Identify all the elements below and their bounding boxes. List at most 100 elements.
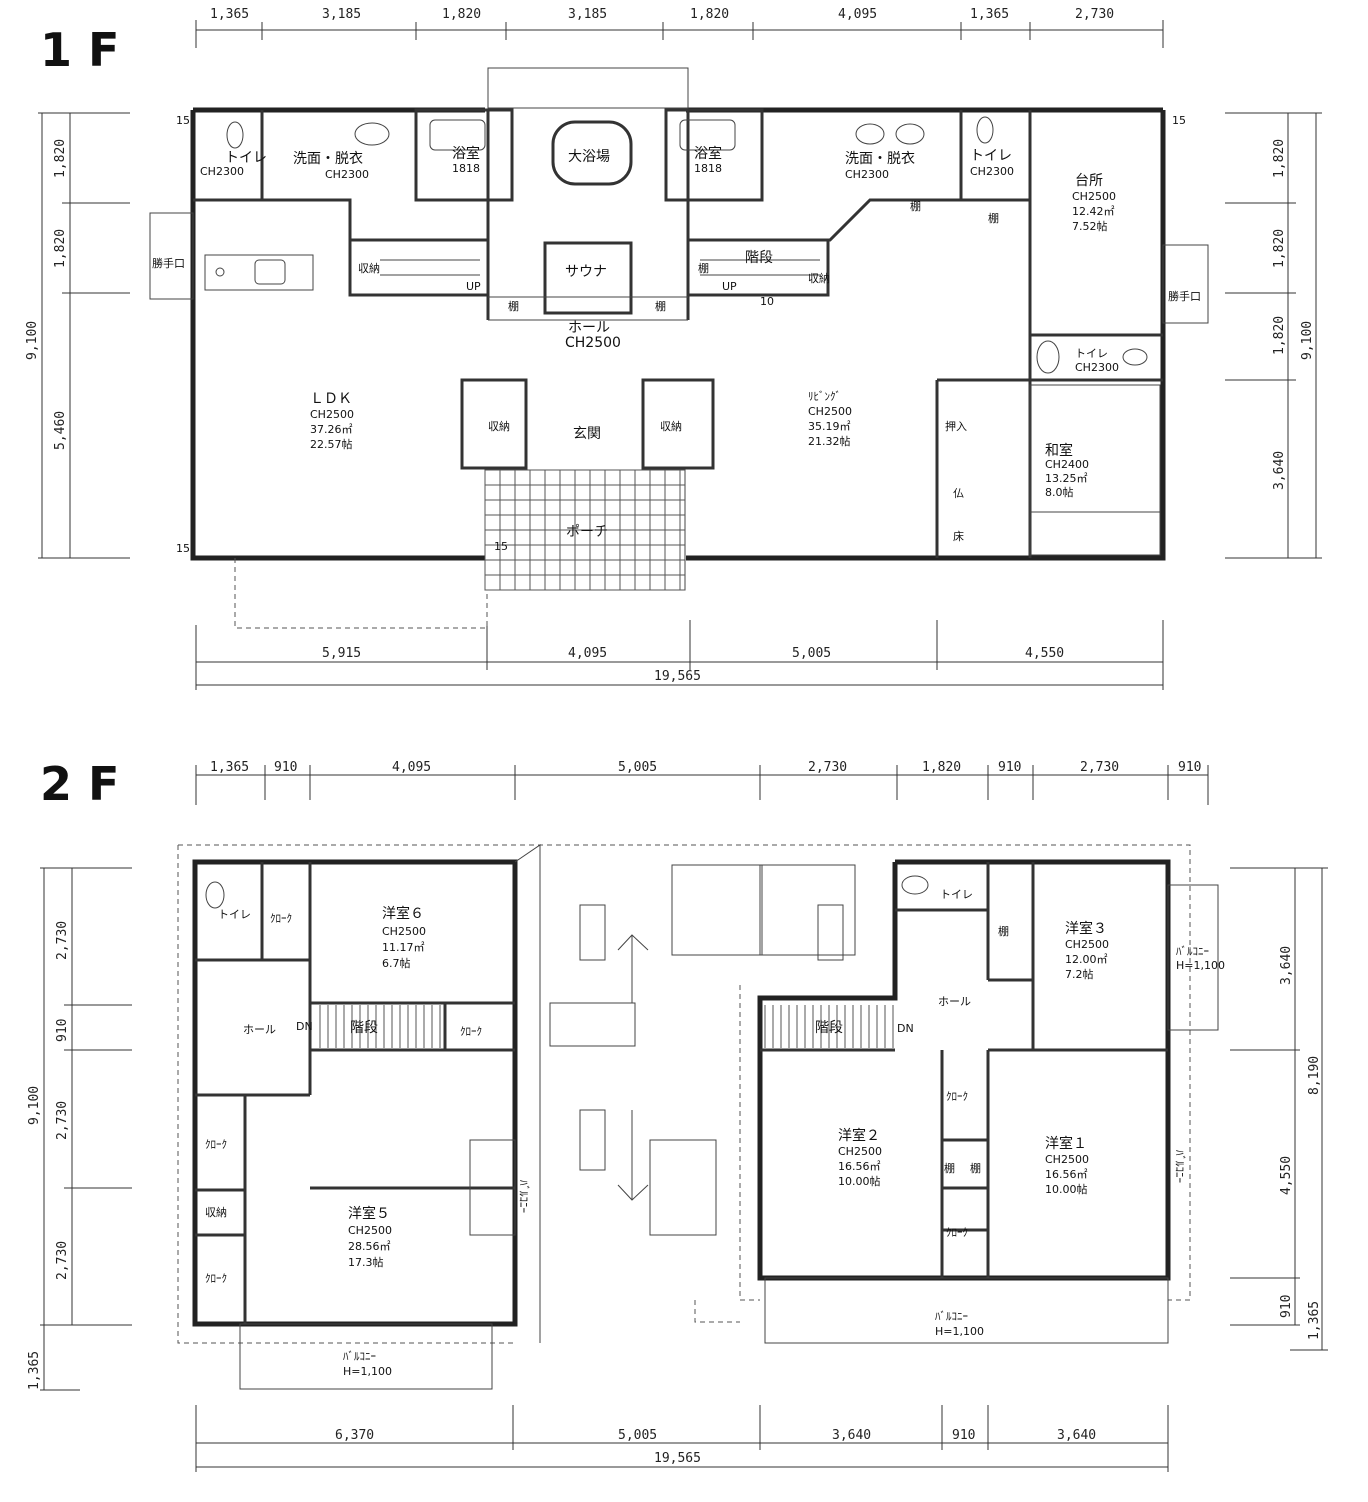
mark-15-b: 15	[1172, 114, 1186, 127]
f2-right-dim-4: 1,365	[1307, 1301, 1322, 1340]
room-kitchen-area: 12.42㎡	[1072, 205, 1115, 218]
f1-bottom-dim-1: 5,915	[322, 646, 361, 661]
f1-right-total: 9,100	[1300, 321, 1315, 360]
room-wash-r-ch: CH2300	[845, 168, 889, 181]
f1-top-dim-8: 2,730	[1075, 7, 1114, 22]
room3-tatami: 7.2帖	[1065, 968, 1094, 981]
closet-6-label: ｸﾛｰｸ	[270, 912, 292, 925]
f2-bottom-dim-3: 3,640	[832, 1428, 871, 1443]
balcony-3-label: ﾊﾞﾙｺﾆｰ	[1176, 945, 1209, 958]
balcony-5-height: H=1,100	[343, 1365, 392, 1378]
f1-room-labels: トイレ CH2300 洗面・脱衣 CH2300 浴室 1818 大浴場 浴室 1…	[152, 114, 1201, 555]
f1-left-dimensions: 1,820 1,820 5,460 9,100	[25, 112, 130, 559]
room-toilet-k-ch: CH2300	[1075, 361, 1119, 374]
f1-right-dim-1: 1,820	[1272, 139, 1287, 178]
closet-2-label: ｸﾛｰｸ	[946, 1090, 968, 1103]
hall-r-label: ホール	[938, 995, 971, 1008]
f2-bottom-dim-5: 3,640	[1057, 1428, 1096, 1443]
f1-bottom-dimensions: 5,915 4,095 5,005 4,550 19,565	[195, 620, 1164, 690]
dn-r-label: DN	[897, 1022, 914, 1035]
room2-tatami: 10.00帖	[838, 1175, 881, 1188]
mark-10: 10	[760, 295, 774, 308]
f1-bottom-dim-2: 4,095	[568, 646, 607, 661]
room-living-area: 35.19㎡	[808, 420, 851, 433]
room2-area: 16.56㎡	[838, 1160, 881, 1173]
f1-top-dim-5: 1,820	[690, 7, 729, 22]
stairs-r-label: 階段	[815, 1020, 843, 1036]
toilet-icon	[226, 121, 244, 149]
room6-name: 洋室６	[382, 905, 424, 922]
floor-label-1f: 1 F	[40, 23, 119, 77]
room6-area: 11.17㎡	[382, 941, 425, 954]
room-toilet-r-name: トイレ	[970, 148, 1012, 164]
storage-e2-label: 収納	[660, 420, 682, 433]
mark-15-c: 15	[176, 542, 190, 555]
f1-right-dim-2: 1,820	[1272, 229, 1287, 268]
room3-area: 12.00㎡	[1065, 953, 1108, 966]
room-kitchen-ch: CH2500	[1072, 190, 1116, 203]
room-hall-name: ホール	[568, 320, 610, 336]
room-toilet-l-name: トイレ	[225, 150, 267, 166]
f2-bottom-dim-2: 5,005	[618, 1428, 657, 1443]
f2-bottom-dim-1: 6,370	[335, 1428, 374, 1443]
balcony-12-height: H=1,100	[935, 1325, 984, 1338]
room-wash-r-name: 洗面・脱衣	[845, 151, 915, 167]
balcony-1side-label: ﾊﾞﾙｺﾆｰ	[1173, 1150, 1186, 1183]
room-ldk-tatami: 22.57帖	[310, 438, 353, 451]
bathtub-icon	[679, 119, 736, 151]
f1-top-dim-2: 3,185	[322, 7, 361, 22]
closet-5a-label: ｸﾛｰｸ	[205, 1138, 227, 1151]
f1-bottom-dim-4: 4,550	[1025, 646, 1064, 661]
room2-ch: CH2500	[838, 1145, 882, 1158]
room5-tatami: 17.3帖	[348, 1256, 384, 1269]
room-wash-l-ch: CH2300	[325, 168, 369, 181]
f2-walls	[177, 844, 1219, 1390]
room2-toilet-l-name: トイレ	[218, 908, 251, 921]
room6-ch: CH2500	[382, 925, 426, 938]
room-living-ch: CH2500	[808, 405, 852, 418]
shelf-b-label: 棚	[655, 299, 666, 313]
shelf-d-label: 棚	[910, 199, 921, 213]
room-washitsu-tatami: 8.0帖	[1045, 486, 1074, 499]
f1-walls	[149, 67, 1209, 629]
room-bath-l-name: 浴室	[452, 145, 480, 162]
closet-h-label: ｸﾛｰｸ	[460, 1025, 482, 1038]
f2-left-dim-2: 910	[55, 1019, 70, 1042]
f2-top-dim-8: 2,730	[1080, 760, 1119, 775]
bathtub-icon	[429, 119, 486, 151]
room-bath-l-sub: 1818	[452, 162, 480, 175]
room-hall-ch: CH2500	[565, 335, 621, 351]
f2-bottom-dim-4: 910	[952, 1428, 975, 1443]
f2-left-dim-3: 2,730	[55, 1101, 70, 1140]
room5-name: 洋室５	[348, 1205, 390, 1222]
f2-bottom-total: 19,565	[654, 1451, 701, 1466]
room3-name: 洋室３	[1065, 920, 1107, 937]
room-kitchen-tatami: 7.52帖	[1072, 220, 1108, 233]
f1-top-dim-3: 1,820	[442, 7, 481, 22]
f2-left-dimensions: 2,730 910 2,730 2,730 1,365 9,100	[27, 867, 132, 1391]
stairs-l-label: 階段	[350, 1020, 378, 1036]
big-bath-icon	[551, 120, 633, 186]
f1-left-dim-2: 1,820	[53, 229, 68, 268]
room6-tatami: 6.7帖	[382, 957, 411, 970]
sink-icon	[855, 123, 885, 145]
room-big-bath-name: 大浴場	[568, 149, 610, 165]
f2-top-dim-3: 4,095	[392, 760, 431, 775]
balcony-5side-label: ﾊﾞﾙｺﾆｰ	[517, 1180, 530, 1213]
porch-grid	[484, 469, 685, 591]
room-living-name: ﾘﾋﾞﾝｸﾞ	[808, 390, 841, 403]
f1-left-total: 9,100	[25, 321, 40, 360]
f1-top-dim-7: 1,365	[970, 7, 1009, 22]
closet-5b-label: ｸﾛｰｸ	[205, 1272, 227, 1285]
room-bath-r-name: 浴室	[694, 145, 722, 162]
f2-bottom-dimensions: 6,370 5,005 3,640 910 3,640 19,565	[195, 1405, 1169, 1472]
toilet-icon	[976, 116, 994, 144]
room-ldk-area: 37.26㎡	[310, 423, 353, 436]
dn-l-label: DN	[296, 1020, 313, 1033]
shelf-2a-label: 棚	[944, 1161, 955, 1175]
f2-right-dim-2: 4,550	[1279, 1156, 1294, 1195]
kitchen-counter	[204, 254, 314, 291]
f2-left-dim-1: 2,730	[55, 921, 70, 960]
room-toilet-k-name: トイレ	[1075, 347, 1108, 360]
shelf-3-label: 棚	[998, 924, 1009, 938]
